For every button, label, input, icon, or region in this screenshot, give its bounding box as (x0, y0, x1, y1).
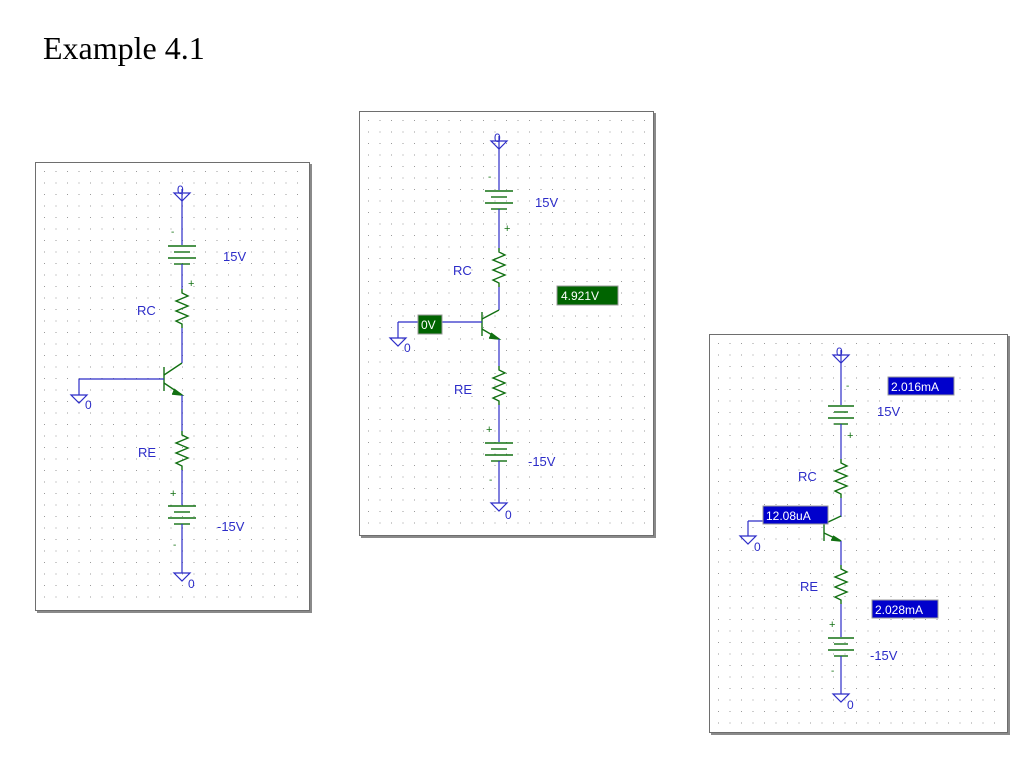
collector-voltage-probe: 4.921V (561, 289, 599, 303)
battery-value-label: 15V (223, 249, 246, 264)
battery-minus-sign: - (488, 172, 491, 183)
battery-symbol (828, 405, 854, 425)
ground-symbol (831, 350, 851, 364)
battery-value-label: 15V (535, 195, 558, 210)
battery-symbol (485, 190, 513, 210)
npn-transistor-symbol (481, 309, 502, 340)
ground-symbol (489, 136, 509, 150)
resistor-re (174, 431, 190, 470)
resistor-label: RE (800, 579, 818, 594)
schematic-panel-2: 0 - 15V + RC 4.921V 0V 0 RE + -15V - (359, 111, 654, 536)
battery-symbol (168, 245, 196, 265)
resistor-label: RC (137, 303, 156, 318)
ground-symbol (831, 693, 851, 703)
ground-label: 0 (847, 698, 854, 712)
emitter-current-probe: 2.028mA (875, 603, 923, 617)
resistor-re (491, 366, 507, 405)
ground-label: 0 (505, 508, 512, 522)
ground-label: 0 (188, 577, 195, 591)
schematic-panel-3: 0 - 2.016mA 15V + RC 12.08uA 0 RE 2.028m… (709, 334, 1008, 733)
battery-value-label: -15V (528, 454, 556, 469)
ground-symbol (388, 337, 408, 347)
battery-minus-sign: - (831, 666, 834, 677)
battery-plus-sign: + (188, 278, 194, 290)
battery-value-label: -15V (217, 519, 245, 534)
battery-plus-sign: + (486, 424, 492, 436)
battery-symbol (828, 637, 854, 657)
ground-label: 0 (494, 131, 501, 145)
resistor-rc (833, 459, 849, 498)
voltage-probe-marker (556, 285, 619, 306)
schematic-panel-1: 0 - 15V + RC 0 RE + -15V - 0 (35, 162, 310, 611)
battery-symbol (485, 442, 513, 462)
ground-label: 0 (85, 398, 92, 412)
voltage-probe-marker (417, 314, 443, 335)
ground-label: 0 (754, 540, 761, 554)
schematic-1: 0 - 15V + RC 0 RE + -15V - 0 (44, 171, 298, 598)
battery-minus-sign: - (489, 475, 492, 486)
schematic-2: 0 - 15V + RC 4.921V 0V 0 RE + -15V - (368, 120, 645, 524)
battery-minus-sign: - (171, 227, 174, 238)
resistor-label: RE (454, 382, 472, 397)
battery-plus-sign: + (170, 488, 176, 500)
resistor-label: RC (798, 469, 817, 484)
ground-symbol (738, 535, 758, 545)
resistor-label: RC (453, 263, 472, 278)
ground-label: 0 (836, 345, 843, 359)
resistor-rc (174, 289, 190, 328)
ground-symbol (172, 189, 192, 202)
resistor-rc (491, 248, 507, 287)
ground-symbol (172, 572, 192, 582)
battery-plus-sign: + (847, 430, 853, 442)
battery-value-label: -15V (870, 648, 898, 663)
npn-transistor-symbol (163, 362, 185, 396)
current-probe-marker (762, 505, 829, 525)
battery-plus-sign: + (829, 619, 835, 631)
ground-symbol (489, 502, 509, 512)
battery-minus-sign: - (846, 381, 849, 392)
battery-symbol (168, 505, 196, 525)
grid-dots (718, 343, 995, 724)
current-probe-marker (887, 376, 955, 396)
resistor-re (833, 565, 849, 604)
slide-title: Example 4.1 (43, 30, 205, 66)
grid-dot (718, 343, 995, 724)
schematic-3: 0 - 2.016mA 15V + RC 12.08uA 0 RE 2.028m… (718, 343, 995, 724)
current-probe-marker (871, 599, 939, 619)
battery-minus-sign: - (173, 540, 176, 551)
ground-label: 0 (404, 341, 411, 355)
battery-plus-sign: + (504, 223, 510, 235)
ground-label: 0 (177, 183, 184, 197)
ground-symbol (69, 394, 89, 404)
battery-value-label: 15V (877, 404, 900, 419)
vcc-current-probe: 2.016mA (891, 380, 939, 394)
base-voltage-probe: 0V (421, 318, 436, 332)
resistor-label: RE (138, 445, 156, 460)
base-current-probe: 12.08uA (766, 509, 811, 523)
